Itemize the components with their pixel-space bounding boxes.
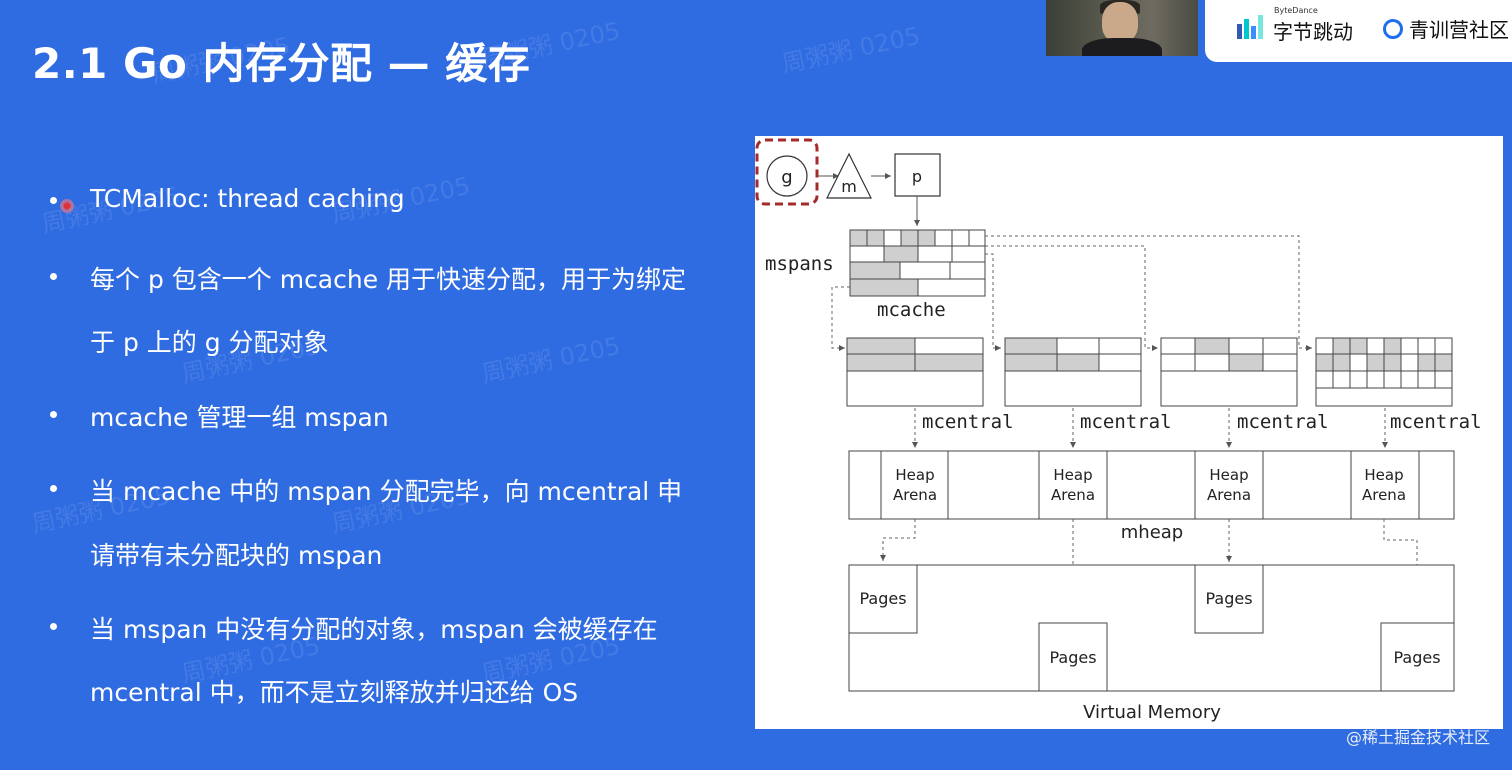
m-triangle [826, 152, 872, 199]
p-label: p [912, 167, 922, 186]
pages-box-4: Pages [1380, 622, 1455, 692]
heap-arena-2: Heap Arena [1038, 450, 1108, 520]
mcache-grid [849, 229, 986, 297]
bytedance-name: 字节跳动 [1273, 20, 1353, 44]
bullet-text: TCMalloc: thread caching [90, 184, 405, 213]
branding-banner [1205, 0, 1512, 62]
svg-text:Pages: Pages [859, 589, 906, 608]
platform-watermark: @稀土掘金技术社区 [1345, 728, 1490, 747]
memory-diagram: g m p [755, 136, 1503, 729]
mcentral-label-2: mcentral [1080, 411, 1172, 433]
mspans-label: mspans [765, 253, 834, 275]
mcentral-box-3 [1160, 337, 1298, 407]
heap-arena-4: Heap Arena [1350, 450, 1420, 520]
mcentral-label-4: mcentral [1390, 411, 1482, 433]
bullet-text: 于 p 上的 g 分配对象 [90, 328, 329, 357]
mheap-label: mheap [1121, 522, 1183, 543]
bullet-dot [50, 411, 57, 418]
camp-ring-icon [1383, 19, 1403, 39]
mcentral-label-1: mcentral [922, 411, 1014, 433]
mcentral-box-4 [1315, 337, 1453, 407]
laser-pointer [60, 199, 74, 213]
watermark: 周粥粥 0205 [479, 331, 623, 389]
virtual-memory-box [848, 564, 1455, 692]
svg-text:Arena: Arena [1207, 486, 1251, 504]
webcam-video [1046, 0, 1198, 56]
bullet-text: 每个 p 包含一个 mcache 用于快速分配，用于为绑定 [90, 265, 687, 294]
svg-text:Pages: Pages [1393, 648, 1440, 667]
bullet-text: mcentral 中，而不是立刻释放并归还给 OS [90, 678, 579, 707]
bytedance-bars-icon [1237, 15, 1263, 39]
virtual-memory-label: Virtual Memory [1083, 702, 1221, 723]
bytedance-small-label: ByteDance [1274, 6, 1318, 15]
g-label: g [781, 167, 792, 188]
heap-arena-1: Heap Arena [880, 450, 949, 520]
svg-text:Heap: Heap [1209, 466, 1248, 484]
mcentral-label-3: mcentral [1237, 411, 1329, 433]
pages-box-1: Pages [848, 564, 918, 634]
g-highlight-box [755, 138, 819, 206]
bullet-dot [50, 197, 57, 204]
bullet-text: 当 mspan 中没有分配的对象，mspan 会被缓存在 [90, 615, 658, 644]
svg-text:Heap: Heap [1364, 466, 1403, 484]
mcentral-box-1 [846, 337, 984, 407]
camp-name: 青训营社区 [1409, 18, 1509, 42]
bullet-text: 请带有未分配块的 mspan [90, 541, 383, 570]
bullet-dot [50, 623, 57, 630]
pages-box-3: Pages [1194, 564, 1264, 634]
bullet-text: 当 mcache 中的 mspan 分配完毕，向 mcentral 申 [90, 477, 683, 506]
svg-text:Arena: Arena [1362, 486, 1406, 504]
bullet-dot [50, 273, 57, 280]
svg-text:Heap: Heap [1053, 466, 1092, 484]
mcache-label: mcache [877, 299, 946, 321]
watermark: 周粥粥 0205 [779, 21, 923, 79]
slide-title: 2.1 Go 内存分配 — 缓存 [32, 39, 531, 88]
m-label: m [841, 177, 857, 196]
svg-text:Pages: Pages [1205, 589, 1252, 608]
bullet-text: mcache 管理一组 mspan [90, 403, 389, 432]
svg-text:Arena: Arena [1051, 486, 1095, 504]
svg-text:Heap: Heap [895, 466, 934, 484]
pages-box-2: Pages [1038, 622, 1108, 692]
svg-text:Pages: Pages [1049, 648, 1096, 667]
svg-text:Arena: Arena [893, 486, 937, 504]
heap-arena-3: Heap Arena [1194, 450, 1264, 520]
mcentral-box-2 [1004, 337, 1142, 407]
g-circle [766, 155, 808, 197]
camp-logo: 青训营社区 [1383, 14, 1509, 43]
bullet-dot [50, 485, 57, 492]
